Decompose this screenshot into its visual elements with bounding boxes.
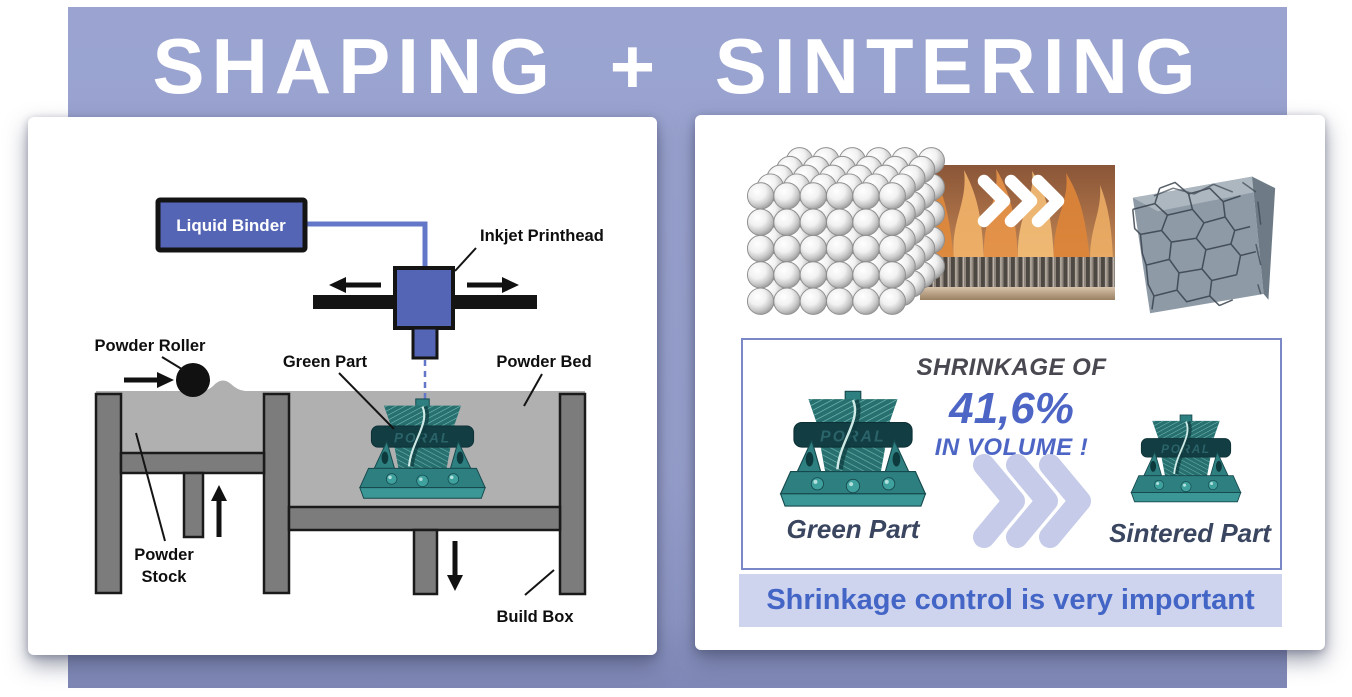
roller-direction-arrow	[124, 372, 174, 388]
build-box-down-arrow	[447, 541, 463, 591]
build-box-label: Build Box	[497, 608, 575, 626]
shrink-chevrons-icon	[973, 454, 1091, 548]
binder-jetting-machine-diagram: PORAL	[94, 197, 604, 626]
printhead-left-arrow	[329, 277, 381, 293]
printhead-nozzle	[411, 326, 439, 360]
leader-lines	[135, 247, 555, 596]
binder-supply-tube	[305, 221, 428, 270]
shrinkage-box: SHRINKAGE OF 41,6% IN VOLUME ! Green Par…	[741, 338, 1282, 570]
footer-note: Shrinkage control is very important	[739, 574, 1282, 627]
process-chevrons-icon	[977, 174, 1065, 228]
shrinkage-value: 41,6%	[949, 384, 1074, 433]
green-part-label: Green Part	[283, 353, 368, 371]
shrinkage-heading: SHRINKAGE OF	[916, 354, 1107, 381]
sintering-furnace-image	[920, 165, 1115, 300]
printhead-right-arrow	[467, 277, 519, 293]
powder-particles-image	[746, 147, 945, 315]
liquid-binder-label: Liquid Binder	[176, 216, 286, 235]
inkjet-printhead-body	[393, 266, 455, 330]
powder-stock-up-arrow	[211, 485, 227, 537]
sphere-lattice	[746, 147, 945, 315]
green-part-image	[775, 390, 931, 513]
powder-roller-label: Powder Roller	[95, 337, 207, 355]
sintering-panel: SHRINKAGE OF 41,6% IN VOLUME ! Green Par…	[695, 115, 1325, 650]
powder-bed-fill	[96, 380, 585, 507]
furnace-pins	[920, 257, 1115, 287]
inkjet-printhead-label: Inkjet Printhead	[480, 227, 604, 245]
powder-bed-label: Powder Bed	[496, 353, 591, 371]
page-title: SHAPING + SINTERING	[152, 22, 1203, 110]
shaping-panel: PORAL	[28, 117, 657, 655]
grain-boundaries	[1131, 181, 1262, 310]
machine-frame	[94, 392, 587, 596]
green-part-caption: Green Part	[786, 514, 920, 544]
sintered-microstructure-image	[1131, 176, 1276, 314]
liquid-binder-tank	[155, 197, 308, 253]
sintered-part-caption: Sintered Part	[1109, 518, 1271, 548]
powder-stock-label-line1: Powder	[134, 546, 194, 564]
sintered-part-image	[1127, 414, 1245, 507]
powder-stock-label-line2: Stock	[142, 568, 188, 586]
